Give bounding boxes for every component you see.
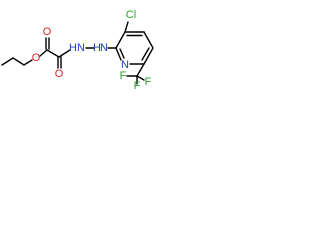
bond-cf3-f3 xyxy=(136,75,145,81)
atom-chloro: Cl xyxy=(126,9,136,21)
bond-ring-cf3 xyxy=(136,63,145,77)
atom-ring-n: N xyxy=(121,59,129,71)
atom-carbonyl-o1: O xyxy=(43,26,52,38)
ring-bond-4 xyxy=(143,47,154,65)
molecule-diagram: O O O H N H N N Cl F F F xyxy=(0,0,164,90)
bond-ethyl-o xyxy=(23,59,33,66)
atom-carbonyl-o2: O xyxy=(55,68,64,80)
ring-bond-4b xyxy=(141,47,150,61)
atom-hydrazide-n1: N xyxy=(77,42,85,54)
ring-bond-1 xyxy=(115,31,126,49)
bond-c1-c2 xyxy=(46,49,60,58)
bond-ethyl-1 xyxy=(1,57,14,66)
bond-o-c1 xyxy=(39,49,48,57)
atom-hydrazide-h2: H xyxy=(93,42,101,54)
ring-bond-6b xyxy=(119,48,125,59)
bond-ethyl-2 xyxy=(12,57,25,66)
atom-hydrazide-h1: H xyxy=(69,42,77,54)
atom-cf3-f2: F xyxy=(134,80,141,90)
atom-hydrazide-n2: N xyxy=(100,42,108,54)
structure-svg: O O O H N H N N Cl F F F xyxy=(1,9,154,90)
atom-ester-o: O xyxy=(32,52,41,64)
bond-ring-cl xyxy=(124,21,129,33)
atom-cf3-f1: F xyxy=(120,70,127,82)
bond-c2-n xyxy=(58,49,71,58)
ring-bond-3 xyxy=(143,31,154,49)
ring-bond-6 xyxy=(115,47,122,61)
atom-cf3-f3: F xyxy=(145,76,152,88)
